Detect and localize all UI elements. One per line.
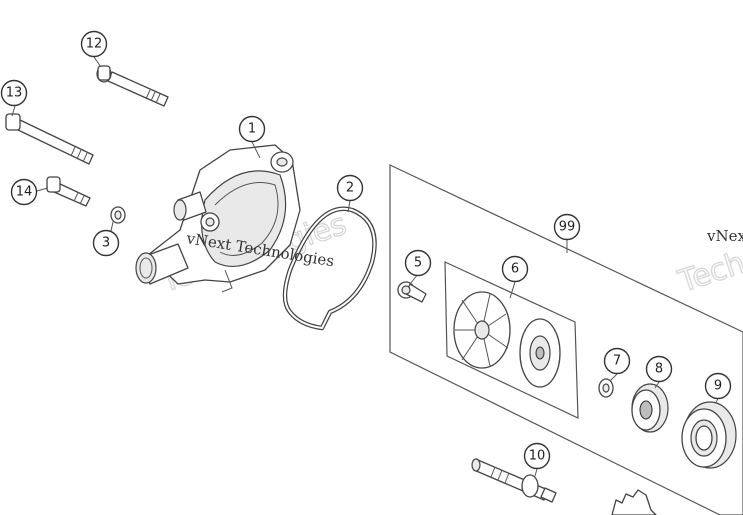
callout-14: 14 xyxy=(10,178,38,206)
watermark-text-2: vNext xyxy=(706,227,743,245)
callout-label-8: 8 xyxy=(655,362,663,377)
callout-label-1: 1 xyxy=(248,122,256,137)
gear-partial xyxy=(611,489,657,515)
bearing-9 xyxy=(681,401,737,469)
callout-label-99: 99 xyxy=(559,220,576,235)
callout-12: 12 xyxy=(80,30,108,58)
bolt-13 xyxy=(5,113,94,165)
callout-10: 10 xyxy=(523,442,551,470)
pump-housing-1 xyxy=(135,144,301,293)
shaft-10 xyxy=(471,458,557,503)
callout-13: 13 xyxy=(0,79,28,107)
callout-1: 1 xyxy=(238,115,266,143)
bolt-12 xyxy=(96,65,169,107)
callout-5: 5 xyxy=(404,249,432,277)
seal-8 xyxy=(631,383,669,433)
callout-label-13: 13 xyxy=(6,86,23,101)
washer-3 xyxy=(110,206,126,224)
callout-2: 2 xyxy=(336,174,364,202)
callout-6: 6 xyxy=(501,255,529,283)
callout-label-3: 3 xyxy=(102,236,110,251)
callout-7: 7 xyxy=(603,347,631,375)
callout-99: 99 xyxy=(553,213,581,241)
callout-label-6: 6 xyxy=(511,262,519,277)
callout-9: 9 xyxy=(704,372,732,400)
callout-label-14: 14 xyxy=(16,185,33,200)
callout-3: 3 xyxy=(92,229,120,257)
callout-label-7: 7 xyxy=(613,354,621,369)
impeller-6 xyxy=(453,291,561,388)
washer-7 xyxy=(598,378,614,398)
bolt-5 xyxy=(397,281,427,303)
callout-8: 8 xyxy=(645,355,673,383)
gasket-2 xyxy=(282,206,377,331)
callout-label-5: 5 xyxy=(414,256,422,271)
watermark-outline-word-3: Tech xyxy=(674,246,743,300)
callout-label-10: 10 xyxy=(529,449,546,464)
callout-label-2: 2 xyxy=(346,181,354,196)
bolt-14 xyxy=(46,176,91,207)
callout-label-12: 12 xyxy=(86,37,103,52)
callout-label-9: 9 xyxy=(714,379,722,394)
